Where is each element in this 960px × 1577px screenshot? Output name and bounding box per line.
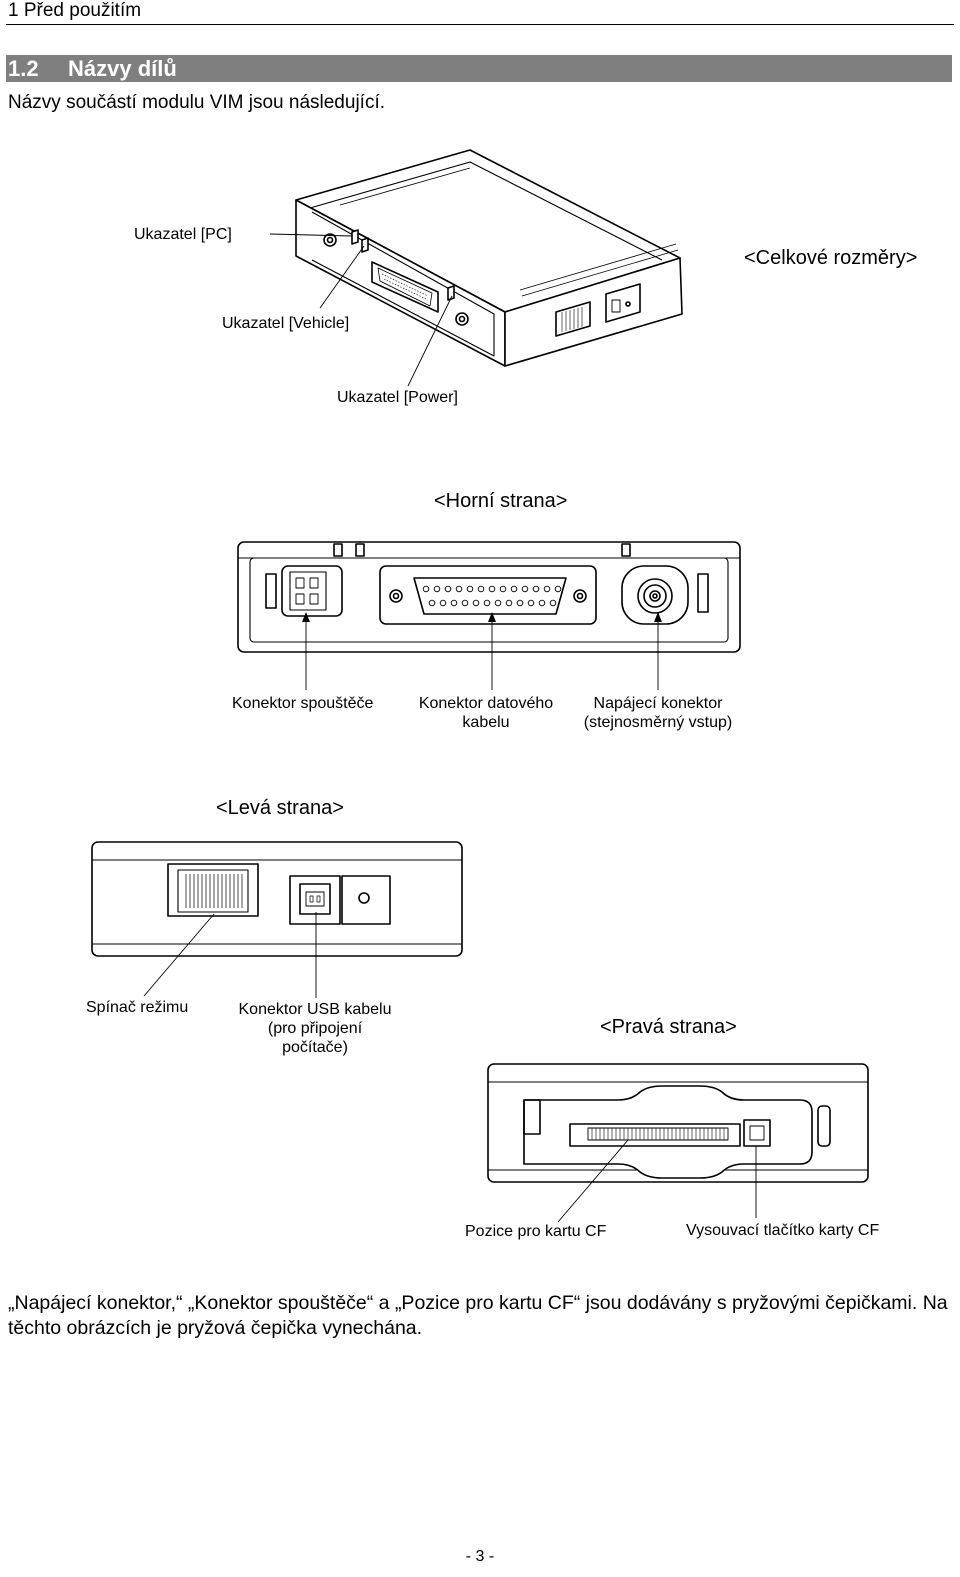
label-power-connector: Napájecí konektor (stejnosměrný vstup) xyxy=(583,695,733,731)
label-cf-eject-button: Vysouvací tlačítko karty CF xyxy=(686,1222,880,1239)
device-left-drawing xyxy=(91,841,463,957)
heading-left-side: <Levá strana> xyxy=(216,797,344,819)
intro-text: Názvy součástí modulu VIM jsou následují… xyxy=(8,92,386,113)
left-leaders xyxy=(143,912,317,998)
label-trigger-connector: Konektor spouštěče xyxy=(232,695,374,712)
section-number: 1.2 xyxy=(8,56,39,81)
overall-leaders xyxy=(269,233,453,387)
label-data-cable-connector: Konektor datového kabelu xyxy=(418,695,554,731)
section-title-bar: 1.2 Názvy dílů xyxy=(6,55,952,82)
right-leaders xyxy=(557,1139,757,1223)
device-right-drawing xyxy=(487,1063,869,1183)
heading-overall-dimensions: <Celkové rozměry> xyxy=(744,247,918,269)
section-title: Názvy dílů xyxy=(68,56,177,81)
label-indicator-power: Ukazatel [Power] xyxy=(337,389,458,406)
heading-right-side: <Pravá strana> xyxy=(600,1016,737,1038)
label-indicator-vehicle: Ukazatel [Vehicle] xyxy=(222,315,350,332)
label-indicator-pc: Ukazatel [PC] xyxy=(134,226,232,243)
page-number: - 3 - xyxy=(465,1548,495,1565)
label-usb-connector: Konektor USB kabelu (pro připojení počít… xyxy=(238,1001,392,1056)
heading-top-side: <Horní strana> xyxy=(434,490,568,512)
device-top-drawing xyxy=(237,541,741,653)
top-leaders xyxy=(305,614,659,690)
header-rule xyxy=(6,24,954,25)
label-cf-slot: Pozice pro kartu CF xyxy=(465,1223,607,1240)
chapter-header: 1 Před použitím xyxy=(8,0,142,21)
device-overall-drawing xyxy=(295,149,683,367)
rubber-cap-note: „Napájecí konektor,“ „Konektor spouštěče… xyxy=(8,1292,948,1339)
label-mode-switch: Spínač režimu xyxy=(86,999,189,1016)
